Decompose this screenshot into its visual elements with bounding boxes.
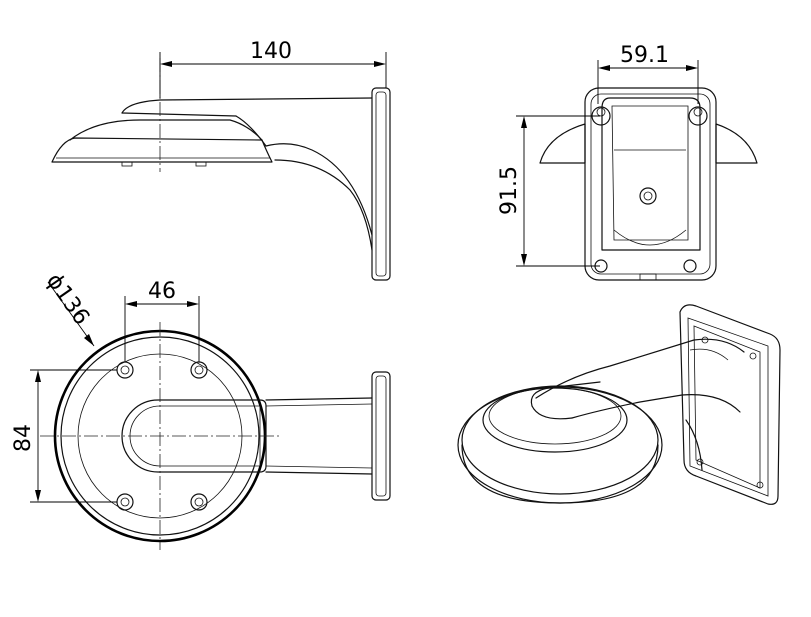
bottom-view: 46 84 ϕ136	[11, 269, 391, 550]
back-view: 59.1 91.5	[497, 43, 758, 281]
dim-140: 140	[250, 39, 292, 64]
hole-top-right	[190, 361, 208, 379]
hole-top-left	[116, 361, 134, 379]
isometric-view	[457, 304, 781, 505]
dim-46: 46	[148, 279, 176, 304]
dim-59-1: 59.1	[620, 43, 669, 68]
keyhole-right	[688, 106, 708, 126]
dim-diameter: ϕ136	[41, 269, 94, 330]
hole-bottom-right	[190, 493, 208, 511]
side-view: 140	[51, 39, 391, 281]
dim-91-5: 91.5	[497, 166, 522, 215]
dim-84: 84	[11, 424, 36, 452]
hole-bottom-left	[116, 493, 134, 511]
